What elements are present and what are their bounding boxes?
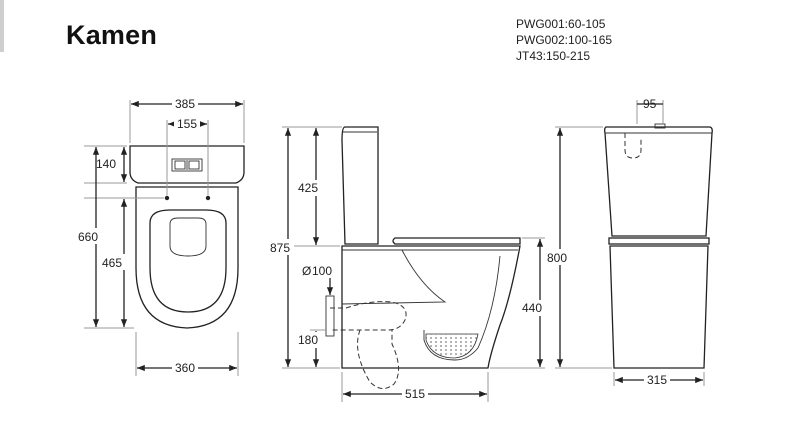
dim-outlet-height: 180 (298, 333, 318, 347)
dim-button-spacing: 155 (177, 117, 197, 131)
front-seat (608, 237, 710, 245)
inlet-dashed (624, 133, 642, 159)
top-tank-outline (129, 145, 245, 184)
hinge-hole-left (164, 195, 170, 201)
dim-base-width: 360 (175, 361, 195, 375)
dim-overall-length: 660 (78, 230, 98, 244)
top-view: 385 155 140 660 465 360 (76, 96, 245, 376)
diameter-symbol: Ø (302, 264, 311, 278)
dim-overall-height: 875 (270, 241, 290, 255)
dim-tank-height: 425 (298, 181, 318, 195)
dim-seat-height: 440 (522, 301, 542, 315)
dim-top-width: 385 (175, 97, 195, 111)
front-view: 95 800 315 (544, 97, 713, 387)
side-tank (341, 126, 379, 245)
front-pedestal (609, 245, 709, 369)
bowl-inner (423, 255, 501, 361)
front-tank (604, 126, 713, 237)
seat-outline (149, 209, 227, 313)
side-body (341, 245, 521, 369)
dim-base-length: 515 (405, 387, 425, 401)
hinge-hole-right (205, 195, 211, 201)
bowl-opening (169, 217, 207, 257)
dim-side-top: 95 (643, 97, 657, 111)
dim-outlet-diameter: 100 (312, 264, 332, 278)
left-edge-bar (0, 0, 4, 52)
top-bowl-outline (135, 186, 239, 329)
code-line-1: PWG001:60-105 (516, 17, 606, 31)
trapway-upper (341, 249, 447, 305)
flush-button-plate (171, 158, 203, 172)
product-title: Kamen (66, 20, 158, 50)
dim-tank-depth: 140 (96, 157, 116, 171)
dim-bowl-length: 465 (102, 256, 122, 270)
dim-front-base: 315 (647, 373, 667, 387)
code-line-3: JT43:150-215 (516, 49, 591, 63)
code-line-2: PWG002:100-165 (516, 33, 613, 47)
dim-front-height: 800 (547, 251, 567, 265)
side-view: 425 875 Ø 100 180 440 515 (268, 126, 546, 402)
floor-outlet-dashed (357, 329, 399, 389)
outlet-connector (325, 295, 335, 337)
pan-connector-codes: PWG001:60-105 PWG002:100-165 JT43:150-21… (516, 16, 612, 64)
seat-lid (392, 237, 521, 245)
water-seal (425, 333, 479, 359)
